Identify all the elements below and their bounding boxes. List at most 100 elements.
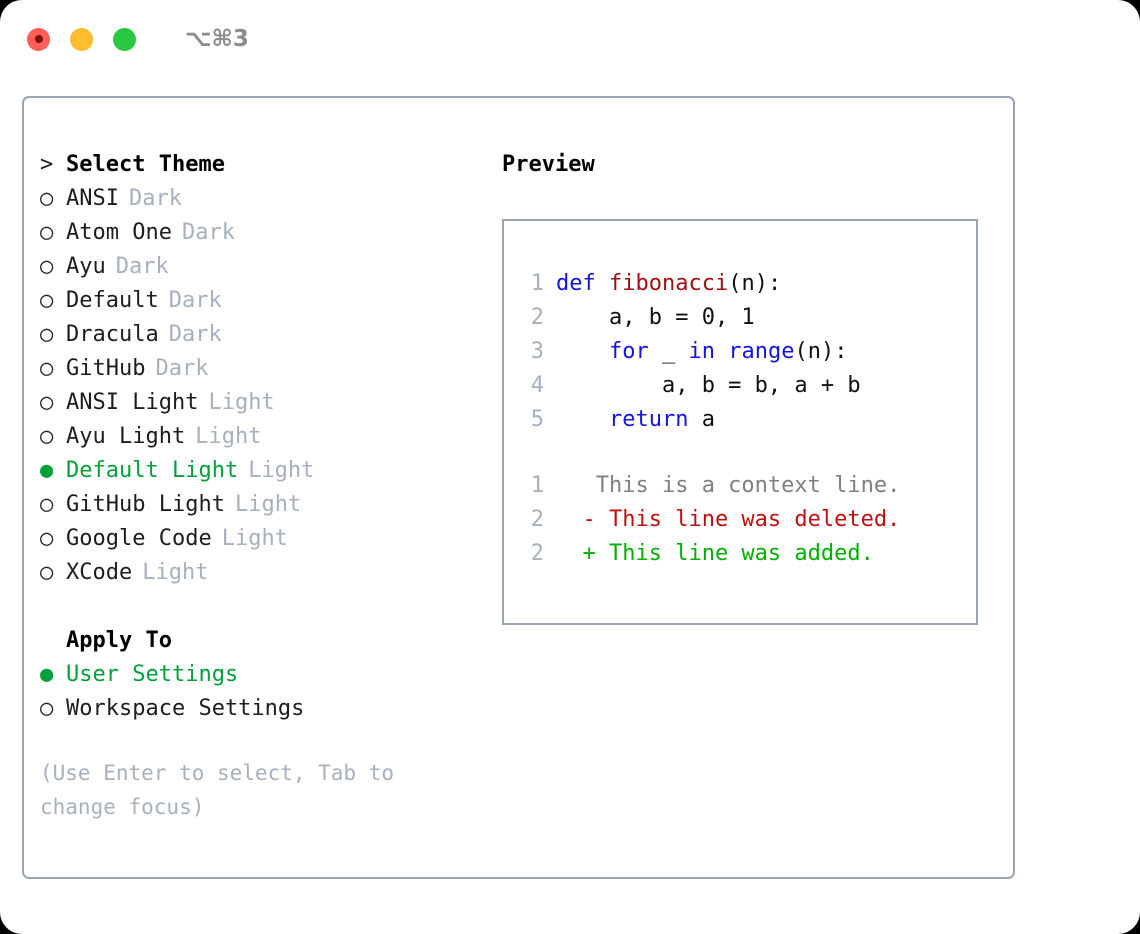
maximize-window-icon[interactable]: [113, 27, 136, 51]
theme-option-label: GitHub: [66, 356, 146, 381]
code-line: 3 for _ in range(n):: [518, 335, 970, 369]
diff-line: 1 This is a context line.: [518, 469, 970, 503]
radio-unselected-icon: ○: [40, 560, 54, 585]
token-kw: range: [728, 339, 795, 364]
token-txt: a, b = 0, 1: [556, 305, 755, 330]
token-txt: [556, 339, 609, 364]
keyboard-shortcut-label: ⌥⌘3: [185, 26, 249, 52]
line-number: 4: [530, 373, 544, 398]
radio-selected-icon: ●: [40, 662, 54, 687]
line-number: 5: [530, 407, 544, 432]
theme-list-heading-label: Select Theme: [66, 152, 225, 177]
theme-option-variant: Dark: [128, 186, 182, 211]
apply-to-option-user-settings[interactable]: ● User Settings: [40, 658, 480, 692]
radio-unselected-icon: ○: [40, 322, 54, 347]
code-line: 2 a, b = 0, 1: [518, 301, 970, 335]
line-number: 3: [530, 339, 544, 364]
radio-unselected-icon: ○: [40, 424, 54, 449]
code-text: a, b = 0, 1: [556, 301, 755, 335]
token-txt: a: [701, 407, 715, 432]
theme-option-variant: Dark: [115, 254, 169, 279]
traffic-light-group: [27, 27, 136, 51]
code-text: This is a context line.: [556, 469, 901, 503]
code-text: a, b = b, a + b: [556, 369, 861, 403]
radio-unselected-icon: ○: [40, 186, 54, 211]
token-txt: a, b = b, a + b: [556, 373, 861, 398]
theme-option-xcode[interactable]: ○ XCode Light: [40, 556, 480, 590]
theme-list-heading: > Select Theme: [40, 148, 480, 182]
theme-option-variant: Light: [234, 492, 302, 517]
theme-option-variant: Light: [221, 526, 288, 551]
theme-option-label: ANSI Light: [66, 390, 199, 415]
spacer-marker: ○: [40, 624, 66, 658]
theme-option-google-code[interactable]: ○ Google Code Light: [40, 522, 480, 556]
line-number: 1: [530, 473, 544, 498]
token-kw: return: [608, 407, 702, 432]
theme-option-ayu-light[interactable]: ○ Ayu Light Light: [40, 420, 480, 454]
token-ctx: This is a context line.: [556, 473, 901, 498]
theme-option-label: Default: [66, 288, 159, 313]
token-kw: def: [556, 271, 609, 296]
line-number: 2: [530, 541, 544, 566]
section-spacer: [40, 590, 480, 624]
diff-sample-block: 1 This is a context line. 2 - This line w…: [518, 469, 970, 571]
theme-option-ansi-light[interactable]: ○ ANSI Light Light: [40, 386, 480, 420]
radio-unselected-icon: ○: [40, 696, 54, 721]
keyboard-hint-text: (Use Enter to select, Tab to change focu…: [40, 761, 395, 819]
theme-option-variant: Light: [248, 458, 315, 483]
theme-option-variant: Light: [208, 390, 275, 415]
token-txt: [556, 407, 609, 432]
line-number: 2: [530, 305, 544, 330]
preview-title: Preview: [502, 152, 595, 177]
token-add: + This line was added.: [556, 541, 874, 566]
theme-option-atom-one[interactable]: ○ Atom One Dark: [40, 216, 480, 250]
radio-unselected-icon: ○: [40, 220, 54, 245]
theme-option-label: Atom One: [66, 220, 172, 245]
close-window-icon[interactable]: [27, 27, 50, 51]
apply-to-heading-label: Apply To: [66, 628, 172, 653]
token-kw: in: [688, 339, 729, 364]
radio-selected-icon: ●: [40, 458, 54, 483]
line-number: 2: [530, 507, 544, 532]
theme-option-default-light[interactable]: ● Default Light Light: [40, 454, 480, 488]
theme-option-variant: Light: [142, 560, 209, 585]
radio-unselected-icon: ○: [40, 526, 54, 551]
token-fn: fibonacci: [608, 271, 729, 296]
token-txt: _: [661, 339, 689, 364]
code-line: 4 a, b = b, a + b: [518, 369, 970, 403]
code-text: return a: [556, 403, 715, 437]
code-text: - This line was deleted.: [556, 503, 900, 537]
apply-to-option-workspace-settings[interactable]: ○Workspace Settings: [40, 692, 480, 726]
radio-unselected-icon: ○: [40, 356, 54, 381]
radio-unselected-icon: ○: [40, 254, 54, 279]
theme-option-variant: Light: [195, 424, 262, 449]
theme-option-label: XCode: [66, 560, 133, 585]
theme-option-label: Default Light: [66, 458, 239, 483]
code-line: 5 return a: [518, 403, 970, 437]
theme-option-ayu[interactable]: ○ Ayu Dark: [40, 250, 480, 284]
theme-option-variant: Dark: [181, 220, 235, 245]
radio-unselected-icon: ○: [40, 390, 54, 415]
code-text: for _ in range(n):: [556, 335, 847, 369]
apply-to-heading: ○ Apply To: [40, 624, 480, 658]
code-text: def fibonacci(n):: [556, 267, 781, 301]
minimize-window-icon[interactable]: [70, 27, 93, 51]
token-kw: for: [608, 339, 662, 364]
theme-option-label: Ayu Light: [66, 424, 186, 449]
theme-option-variant: Dark: [168, 322, 222, 347]
token-txt: (n):: [728, 271, 782, 296]
theme-option-label: Google Code: [66, 526, 212, 551]
theme-option-variant: Dark: [168, 288, 222, 313]
theme-option-label: Ayu: [66, 254, 106, 279]
apply-to-option-label: User Settings: [66, 662, 239, 687]
